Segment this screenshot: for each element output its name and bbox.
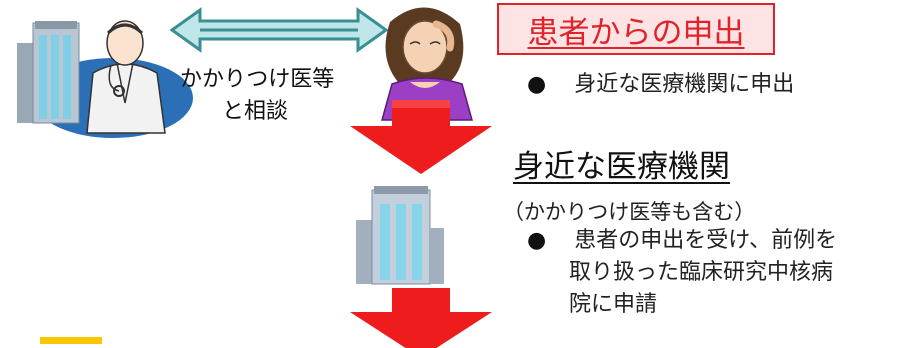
institution-building-icon <box>356 186 444 285</box>
bullet-dot: ● <box>527 228 547 253</box>
down-arrow-icon-2 <box>350 288 492 348</box>
consultation-label: かかりつけ医等 と相談 <box>180 64 335 128</box>
institution-title: 身近な医療機関 <box>513 149 730 185</box>
institution-bullet-block: ● 患者の申出を受け、前例を 取り扱った臨床研究中核病 院に申請 <box>527 225 837 321</box>
institution-bullet-line-3: 院に申請 <box>569 292 658 317</box>
patient-title-box: 患者からの申出 <box>497 3 775 55</box>
double-arrow-icon <box>169 7 389 53</box>
patient-bullet-text: 身近な医療機関に申出 <box>574 72 795 97</box>
bullet-dot: ● <box>527 72 547 97</box>
consultation-line-2: と相談 <box>221 99 288 124</box>
institution-note: （かかりつけ医等も含む） <box>503 200 756 224</box>
building-icon <box>17 21 80 124</box>
doctor-icon <box>86 20 166 134</box>
doctor-clinic-illustration <box>17 20 193 138</box>
patient-bullet: ● 身近な医療機関に申出 <box>527 66 794 98</box>
institution-bullet-line-1: ● 患者の申出を受け、前例を <box>527 228 838 253</box>
hand <box>432 20 455 52</box>
down-arrow-icon <box>350 100 492 174</box>
consultation-line-1: かかりつけ医等 <box>180 67 335 92</box>
patient-title: 患者からの申出 <box>527 14 745 51</box>
institution-bullet-line-2: 取り扱った臨床研究中核病 <box>569 260 834 285</box>
yellow-marker <box>40 337 102 344</box>
